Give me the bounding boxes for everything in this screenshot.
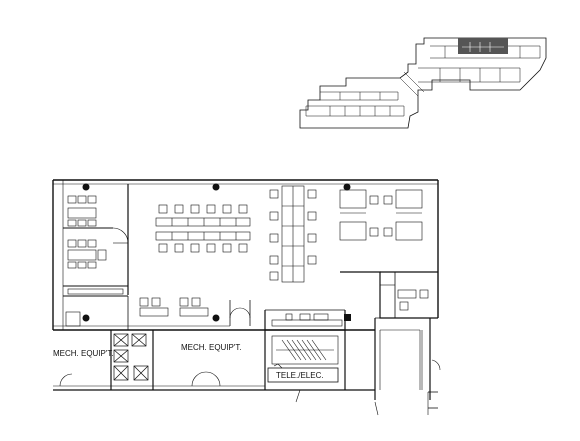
open-desks-right [339,189,429,311]
lounge-furniture [139,297,343,327]
workstation-cluster [269,185,317,283]
key-plan-highlight [458,38,508,54]
tele-elec-room [267,367,339,383]
stairwell [271,335,339,369]
room-label-mech-left: MECH. EQUIP'T. [53,349,114,358]
room-label-mech-center: MECH. EQUIP'T. [181,343,242,352]
office-furniture-left [65,195,124,327]
mech-equipment-units [113,333,149,381]
floor-plan-walls [52,179,441,416]
room-label-tele-elec: TELE./ELEC. [276,371,324,380]
key-plan [299,37,547,129]
training-room-tables [155,204,251,253]
structural-columns [82,183,351,322]
